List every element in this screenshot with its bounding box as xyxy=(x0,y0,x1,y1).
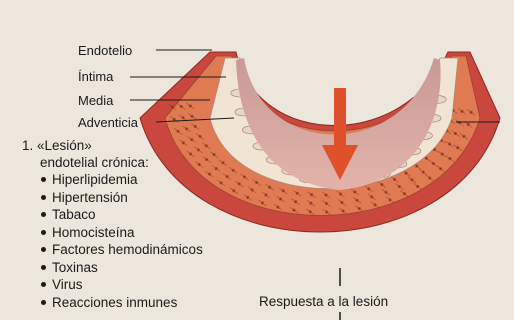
muscle-nucleus xyxy=(398,185,400,187)
muscle-nucleus xyxy=(326,211,328,213)
muscle-nucleus xyxy=(470,111,472,113)
muscle-nucleus xyxy=(261,202,263,204)
cause-item: Hiperlipidemia xyxy=(40,171,203,189)
muscle-nucleus xyxy=(180,105,182,107)
muscle-nucleus xyxy=(368,188,370,190)
muscle-nucleus xyxy=(191,115,193,117)
muscle-nucleus xyxy=(173,118,175,120)
lesion-heading: 1. «Lesión» xyxy=(22,137,203,154)
muscle-nucleus xyxy=(238,183,240,185)
muscle-nucleus xyxy=(393,178,395,180)
muscle-nucleus xyxy=(441,153,443,155)
muscle-nucleus xyxy=(310,202,312,204)
label-adventicia: Adventicia xyxy=(78,115,138,130)
muscle-nucleus xyxy=(215,167,217,169)
muscle-nucleus xyxy=(411,179,413,181)
muscle-nucleus xyxy=(429,177,431,179)
muscle-nucleus xyxy=(255,181,257,183)
muscle-nucleus xyxy=(463,135,465,137)
muscle-nucleus xyxy=(222,162,224,164)
muscle-nucleus xyxy=(405,172,407,174)
muscle-nucleus xyxy=(293,209,295,211)
muscle-nucleus xyxy=(325,194,327,196)
muscle-nucleus xyxy=(356,199,358,201)
muscle-nucleus xyxy=(403,193,405,195)
muscle-nucleus xyxy=(205,145,207,147)
label-media: Media xyxy=(78,93,113,108)
muscle-nucleus xyxy=(220,182,222,184)
cause-item: Hipertensión xyxy=(40,189,203,207)
muscle-nucleus xyxy=(454,132,456,134)
muscle-nucleus xyxy=(294,201,296,203)
muscle-nucleus xyxy=(457,147,459,149)
muscle-nucleus xyxy=(277,206,279,208)
muscle-nucleus xyxy=(439,168,441,170)
muscle-nucleus xyxy=(185,128,187,130)
muscle-nucleus xyxy=(265,194,267,196)
muscle-nucleus xyxy=(448,143,450,145)
muscle-nucleus xyxy=(296,192,298,194)
muscle-nucleus xyxy=(467,123,469,125)
lesion-causes-block: 1. «Lesión» endotelial crónica: Hiperlip… xyxy=(22,137,203,311)
muscle-nucleus xyxy=(282,190,284,192)
causes-list: HiperlipidemiaHipertensiónTabacoHomocist… xyxy=(22,171,203,311)
muscle-nucleus xyxy=(194,125,196,127)
muscle-nucleus xyxy=(213,153,215,155)
muscle-nucleus xyxy=(339,193,341,195)
muscle-nucleus xyxy=(279,198,281,200)
muscle-nucleus xyxy=(385,191,387,193)
cause-item: Virus xyxy=(40,276,203,294)
cause-item: Homocisteína xyxy=(40,224,203,242)
muscle-nucleus xyxy=(233,190,235,192)
muscle-nucleus xyxy=(182,117,184,119)
muscle-nucleus xyxy=(374,204,376,206)
muscle-nucleus xyxy=(461,110,463,112)
muscle-nucleus xyxy=(189,105,191,107)
cause-item: Reacciones inmunes xyxy=(40,294,203,312)
response-label: Respuesta a la lesión xyxy=(259,294,388,309)
muscle-nucleus xyxy=(389,199,391,201)
label-endotelio: Endotelio xyxy=(78,43,132,58)
muscle-nucleus xyxy=(309,211,311,213)
muscle-nucleus xyxy=(432,162,434,164)
muscle-nucleus xyxy=(232,169,234,171)
label-intima: Íntima xyxy=(78,69,113,84)
muscle-nucleus xyxy=(268,186,270,188)
muscle-nucleus xyxy=(243,176,245,178)
muscle-nucleus xyxy=(416,185,418,187)
muscle-nucleus xyxy=(341,201,343,203)
muscle-nucleus xyxy=(205,158,207,160)
muscle-nucleus xyxy=(247,196,249,198)
muscle-nucleus xyxy=(416,165,418,167)
muscle-nucleus xyxy=(208,173,210,175)
muscle-nucleus xyxy=(171,106,173,108)
muscle-nucleus xyxy=(425,157,427,159)
muscle-nucleus xyxy=(371,196,373,198)
cause-item: Toxinas xyxy=(40,259,203,277)
cause-item: Factores hemodinámicos xyxy=(40,241,203,259)
muscle-nucleus xyxy=(251,189,253,191)
muscle-nucleus xyxy=(177,130,179,132)
muscle-nucleus xyxy=(325,202,327,204)
muscle-nucleus xyxy=(381,183,383,185)
muscle-nucleus xyxy=(310,194,312,196)
cause-item: Tabaco xyxy=(40,206,203,224)
muscle-nucleus xyxy=(358,207,360,209)
muscle-nucleus xyxy=(449,157,451,159)
muscle-nucleus xyxy=(354,191,356,193)
muscle-nucleus xyxy=(342,210,344,212)
muscle-nucleus xyxy=(422,171,424,173)
muscle-nucleus xyxy=(226,175,228,177)
lesion-subheading: endotelial crónica: xyxy=(22,154,203,171)
